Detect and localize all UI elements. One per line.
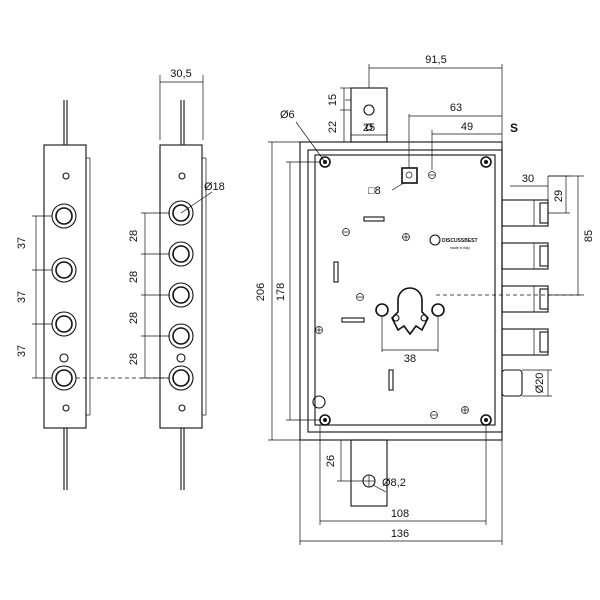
deadbolt	[501, 285, 549, 313]
dim-bolt-span: 85	[583, 230, 595, 242]
dim-plate-15: 15	[327, 94, 339, 106]
follower-latch	[501, 369, 523, 397]
slot	[341, 317, 365, 323]
dim-right-spacing-2: 28	[128, 271, 140, 283]
dim-top-total: 91,5	[425, 54, 446, 66]
brand-name: DISCUSSBEST	[442, 238, 478, 244]
dim-bottom-108: 108	[391, 508, 409, 520]
dim-right-spacing-1: 28	[128, 230, 140, 242]
dim-bolt-hole-diameter: Ø6	[280, 109, 295, 121]
dim-bottom-plate: 26	[325, 455, 337, 467]
deadbolt	[501, 328, 549, 356]
screw	[356, 293, 364, 301]
dim-left-spacing-2: 37	[16, 291, 28, 303]
lock-body: DISCUSSBEST made in Italy 38	[299, 87, 580, 507]
screw	[402, 233, 410, 241]
left-rail: 37 37 37	[16, 100, 91, 490]
dim-right-spacing-3: 28	[128, 312, 140, 324]
left-rail-hole	[51, 257, 77, 283]
brand-logo-icon	[429, 234, 441, 246]
rail-screw-hole	[62, 172, 70, 180]
slot	[388, 369, 394, 391]
dim-bolt-spacing: 30	[522, 173, 534, 185]
dim-left-spacing-3: 37	[16, 345, 28, 357]
corner-hole	[319, 414, 331, 426]
screw	[430, 411, 438, 419]
left-rail-hole	[51, 203, 77, 229]
dim-bottom-hole-diameter: Ø8,2	[382, 477, 406, 489]
rail-screw-hole	[178, 172, 186, 180]
deadbolt	[501, 199, 549, 227]
screw	[428, 171, 436, 179]
dim-plate-25: 25	[363, 122, 375, 134]
dim-right-spacing-4: 28	[128, 353, 140, 365]
screw	[342, 228, 350, 236]
round-hole	[312, 395, 326, 409]
dim-top-49: 49	[461, 121, 473, 133]
rail-pin-hole	[176, 353, 186, 363]
right-rail-hole	[168, 241, 194, 267]
dim-hole-diameter: Ø18	[204, 181, 225, 193]
right-rail-hole	[168, 365, 194, 391]
right-rail-hole	[168, 323, 194, 349]
square-drive	[401, 167, 418, 184]
screw	[461, 406, 469, 414]
cylinder-cutout	[375, 287, 445, 352]
slot	[363, 216, 385, 222]
left-rail-hole	[51, 365, 77, 391]
corner-hole	[480, 414, 492, 426]
left-rail-hole	[51, 311, 77, 337]
rail-screw-hole	[178, 404, 186, 412]
right-rail: 30,5 Ø18	[128, 68, 225, 490]
rail-screw-hole	[62, 404, 70, 412]
dim-rail-width: 30,5	[170, 68, 191, 80]
dim-bolt-height: 29	[553, 190, 565, 202]
dim-square-size: □8	[368, 185, 381, 197]
bottom-fixing-plate	[350, 439, 388, 507]
dim-left-spacing-1: 37	[16, 237, 28, 249]
dim-overall-height: 206	[255, 283, 267, 301]
dim-inner-height: 178	[275, 283, 287, 301]
dim-top-63: 63	[450, 102, 462, 114]
dim-side-label: S	[510, 121, 518, 135]
screw	[315, 326, 323, 334]
rail-pin-hole	[59, 353, 69, 363]
dim-overall-width: 136	[391, 528, 409, 540]
slot	[333, 261, 339, 283]
dimension-lines: 91,5 63 49 S 15 22 25 Ø6 □8 206 178	[255, 54, 595, 545]
dim-follower-diameter: Ø20	[534, 373, 546, 394]
brand-tagline: made in Italy	[450, 246, 470, 250]
deadbolt	[501, 242, 549, 270]
dim-cylinder-width: 38	[404, 353, 416, 365]
right-rail-hole	[168, 282, 194, 308]
corner-hole	[480, 156, 492, 168]
dim-plate-22: 22	[327, 121, 339, 133]
